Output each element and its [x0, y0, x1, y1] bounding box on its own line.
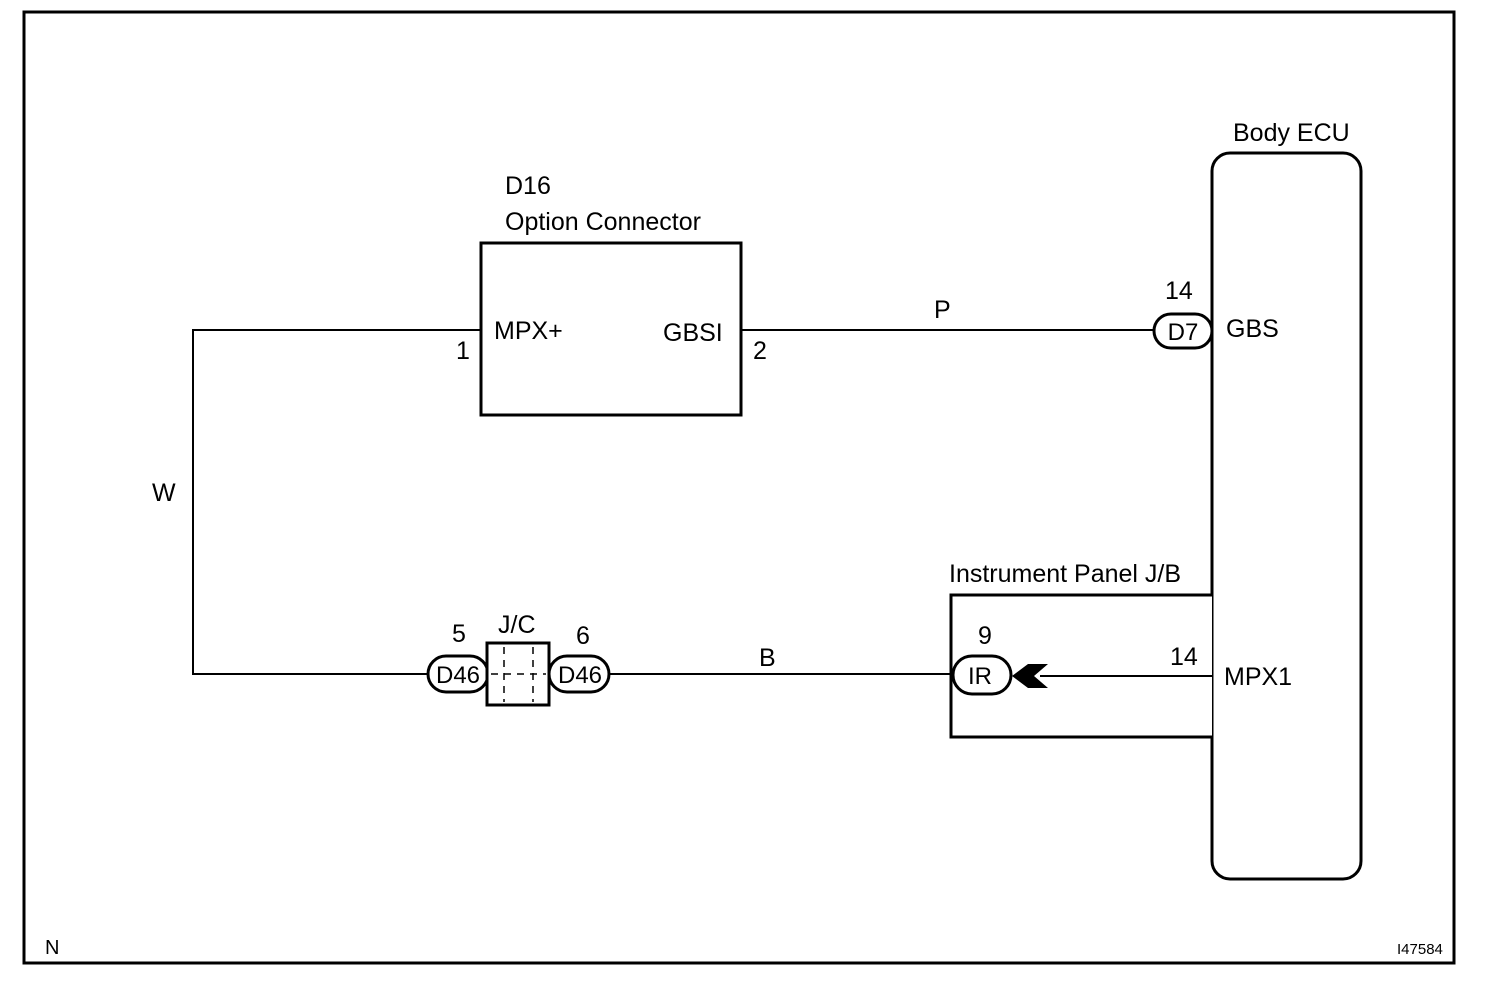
figure-id: I47584 — [1397, 941, 1443, 958]
jc-right-pin: 6 — [576, 622, 590, 650]
ir-connector-code: IR — [968, 663, 992, 690]
wire-w-color: W — [152, 479, 176, 507]
jc-right-connector-code: D46 — [558, 662, 602, 689]
body-ecu-title: Body ECU — [1233, 119, 1350, 147]
jc-label: J/C — [498, 611, 536, 639]
wire-w — [192, 329, 481, 675]
instrument-panel-jb-box — [949, 593, 1212, 739]
corner-code: N — [45, 937, 59, 959]
body-ecu-mpx1-label: MPX1 — [1224, 663, 1292, 691]
wire-p-color: P — [934, 296, 951, 324]
option-connector-pin-1: 1 — [456, 337, 470, 365]
option-connector-code: D16 — [505, 172, 551, 200]
body-ecu-gbs-label: GBS — [1226, 315, 1279, 343]
diagram-frame — [22, 10, 1456, 965]
jc-left-connector-code: D46 — [436, 662, 480, 689]
d7-pin-number: 14 — [1165, 277, 1193, 305]
d7-connector-code: D7 — [1168, 319, 1199, 346]
d7-connector — [1152, 312, 1214, 350]
option-connector-box — [479, 241, 743, 417]
jb-output-pin: 14 — [1170, 643, 1198, 671]
ir-pin-number: 9 — [978, 622, 992, 650]
jc-left-pin: 5 — [452, 620, 466, 648]
ir-connector — [951, 654, 1013, 696]
arrow-icon — [1012, 664, 1048, 688]
option-connector-name: Option Connector — [505, 208, 701, 236]
instrument-panel-jb-title: Instrument Panel J/B — [949, 560, 1181, 588]
option-connector-mpx-label: MPX+ — [494, 317, 563, 345]
body-ecu-box — [1210, 151, 1363, 881]
option-connector-pin-2: 2 — [753, 337, 767, 365]
option-connector-gbsi-label: GBSI — [663, 319, 723, 347]
wire-b-color: B — [759, 644, 776, 672]
